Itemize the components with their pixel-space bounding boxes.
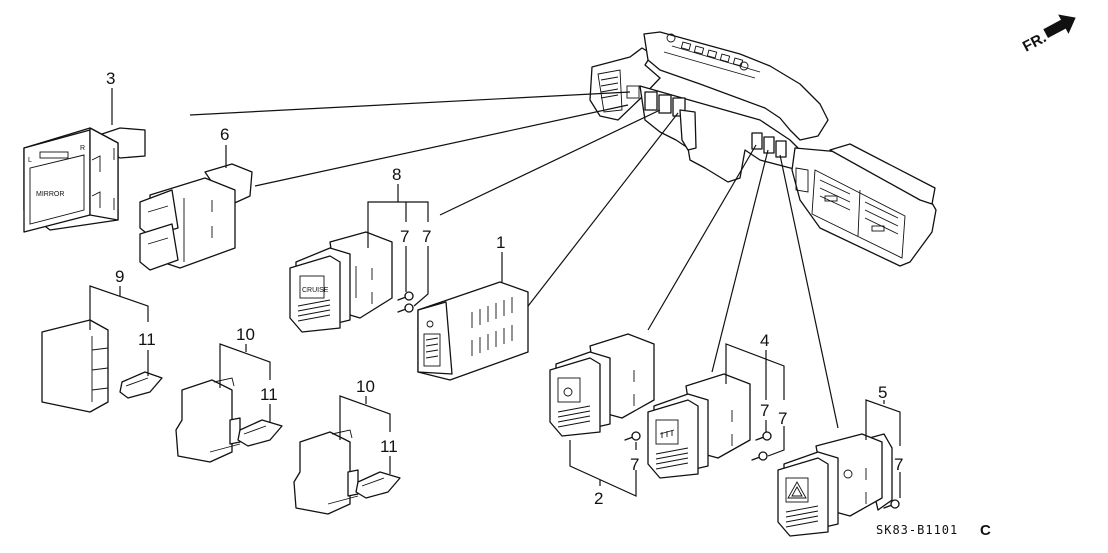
front-arrow-icon [1043,14,1076,39]
reference-code-text: SK83-B1101 [876,523,958,537]
cruise-switch: CRUISE [289,231,393,333]
callout-7-e: 7 [778,409,787,428]
bulb-4b [751,451,768,461]
trunk-opener-switch [139,163,253,271]
callout-7-f: 7 [894,455,903,474]
callout-5: 5 [878,383,887,402]
clip-9 [119,371,163,399]
leader-lines [189,91,839,429]
callout-11-c: 11 [380,437,398,456]
callout-3: 3 [106,69,115,88]
front-label: FR. [1020,29,1049,55]
callout-7-d: 7 [760,401,769,420]
callout-6: 6 [220,125,229,144]
switch-cover-a [175,377,241,463]
mirror-text: MIRROR [36,191,64,198]
reference-code-suffix: C [980,522,991,539]
rear-defroster-switch [647,373,751,479]
bulb-8a [397,291,414,301]
mirror-right-label: R [80,145,85,152]
callout-11-b: 11 [260,385,278,404]
callout-7-c: 7 [630,455,639,474]
hazard-switch [777,433,893,537]
cruise-text: CRUISE [302,287,329,294]
callout-9: 9 [115,267,124,286]
switch-cover-b [293,429,359,515]
mirror-switch: L R MIRROR [23,127,146,233]
callout-10-a: 10 [236,325,255,344]
fog-light-switch [549,333,655,437]
callout-1: 1 [496,233,505,252]
clip-10b [355,471,401,499]
callout-2: 2 [594,489,603,508]
clip-10a [237,419,283,447]
callout-4: 4 [760,331,769,350]
bulb-2 [624,431,641,441]
dimmer-switch [417,281,529,381]
bulb-4a [755,431,772,441]
callout-7-b: 7 [422,227,431,246]
callout-10-b: 10 [356,377,375,396]
callout-11-a: 11 [138,330,156,349]
callout-7-a: 7 [400,227,409,246]
blank-cover [41,319,109,413]
indicator-row [666,33,749,71]
dashboard-panel [589,31,937,267]
bulb-5 [883,499,900,509]
reference-code: SK83-B1101 C [876,522,991,539]
callout-8: 8 [392,165,401,184]
front-direction-marker: FR. [1020,14,1076,56]
bulb-8b [397,303,414,313]
mirror-left-label: L [28,157,32,164]
